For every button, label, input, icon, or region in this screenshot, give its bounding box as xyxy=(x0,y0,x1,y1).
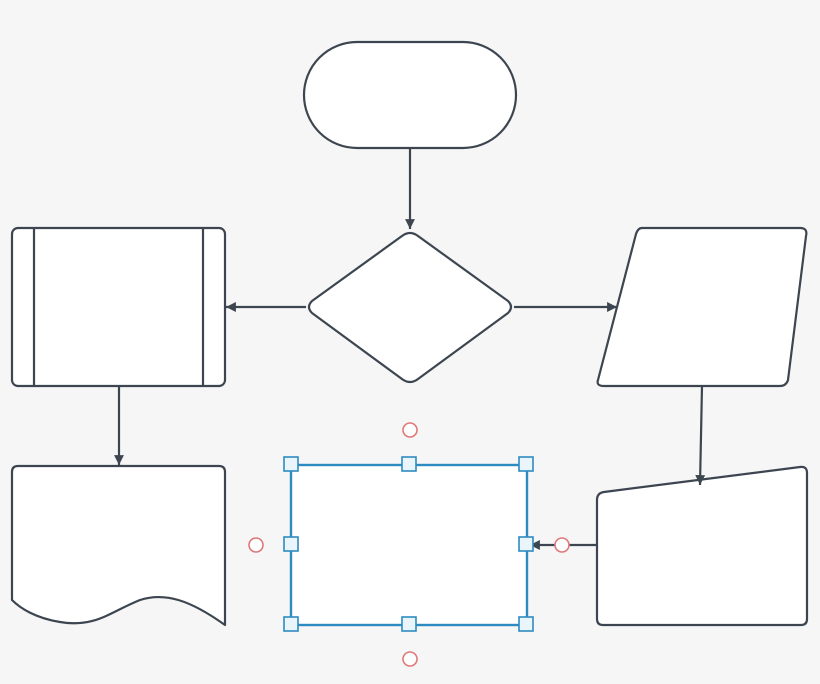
input-output-shape[interactable] xyxy=(596,226,808,388)
resize-handle-s[interactable] xyxy=(401,616,417,632)
resize-handle-n[interactable] xyxy=(401,456,417,472)
predefined-process-shape[interactable] xyxy=(10,226,227,388)
resize-handle-w[interactable] xyxy=(283,536,299,552)
connection-point-top[interactable] xyxy=(402,422,418,438)
decision-shape[interactable] xyxy=(307,231,513,384)
connection-point-bottom[interactable] xyxy=(402,651,418,667)
resize-handle-nw[interactable] xyxy=(283,456,299,472)
resize-handle-ne[interactable] xyxy=(518,456,534,472)
manual-input-shape[interactable] xyxy=(595,465,809,627)
connection-point-left[interactable] xyxy=(248,537,264,553)
document-shape[interactable] xyxy=(10,464,227,627)
resize-handle-sw[interactable] xyxy=(283,616,299,632)
terminator-shape[interactable] xyxy=(302,40,518,150)
resize-handle-e[interactable] xyxy=(518,536,534,552)
resize-handle-se[interactable] xyxy=(518,616,534,632)
connector-arrow[interactable] xyxy=(695,385,706,486)
connection-point-right[interactable] xyxy=(554,537,570,553)
process-shape-selected[interactable] xyxy=(289,463,529,627)
